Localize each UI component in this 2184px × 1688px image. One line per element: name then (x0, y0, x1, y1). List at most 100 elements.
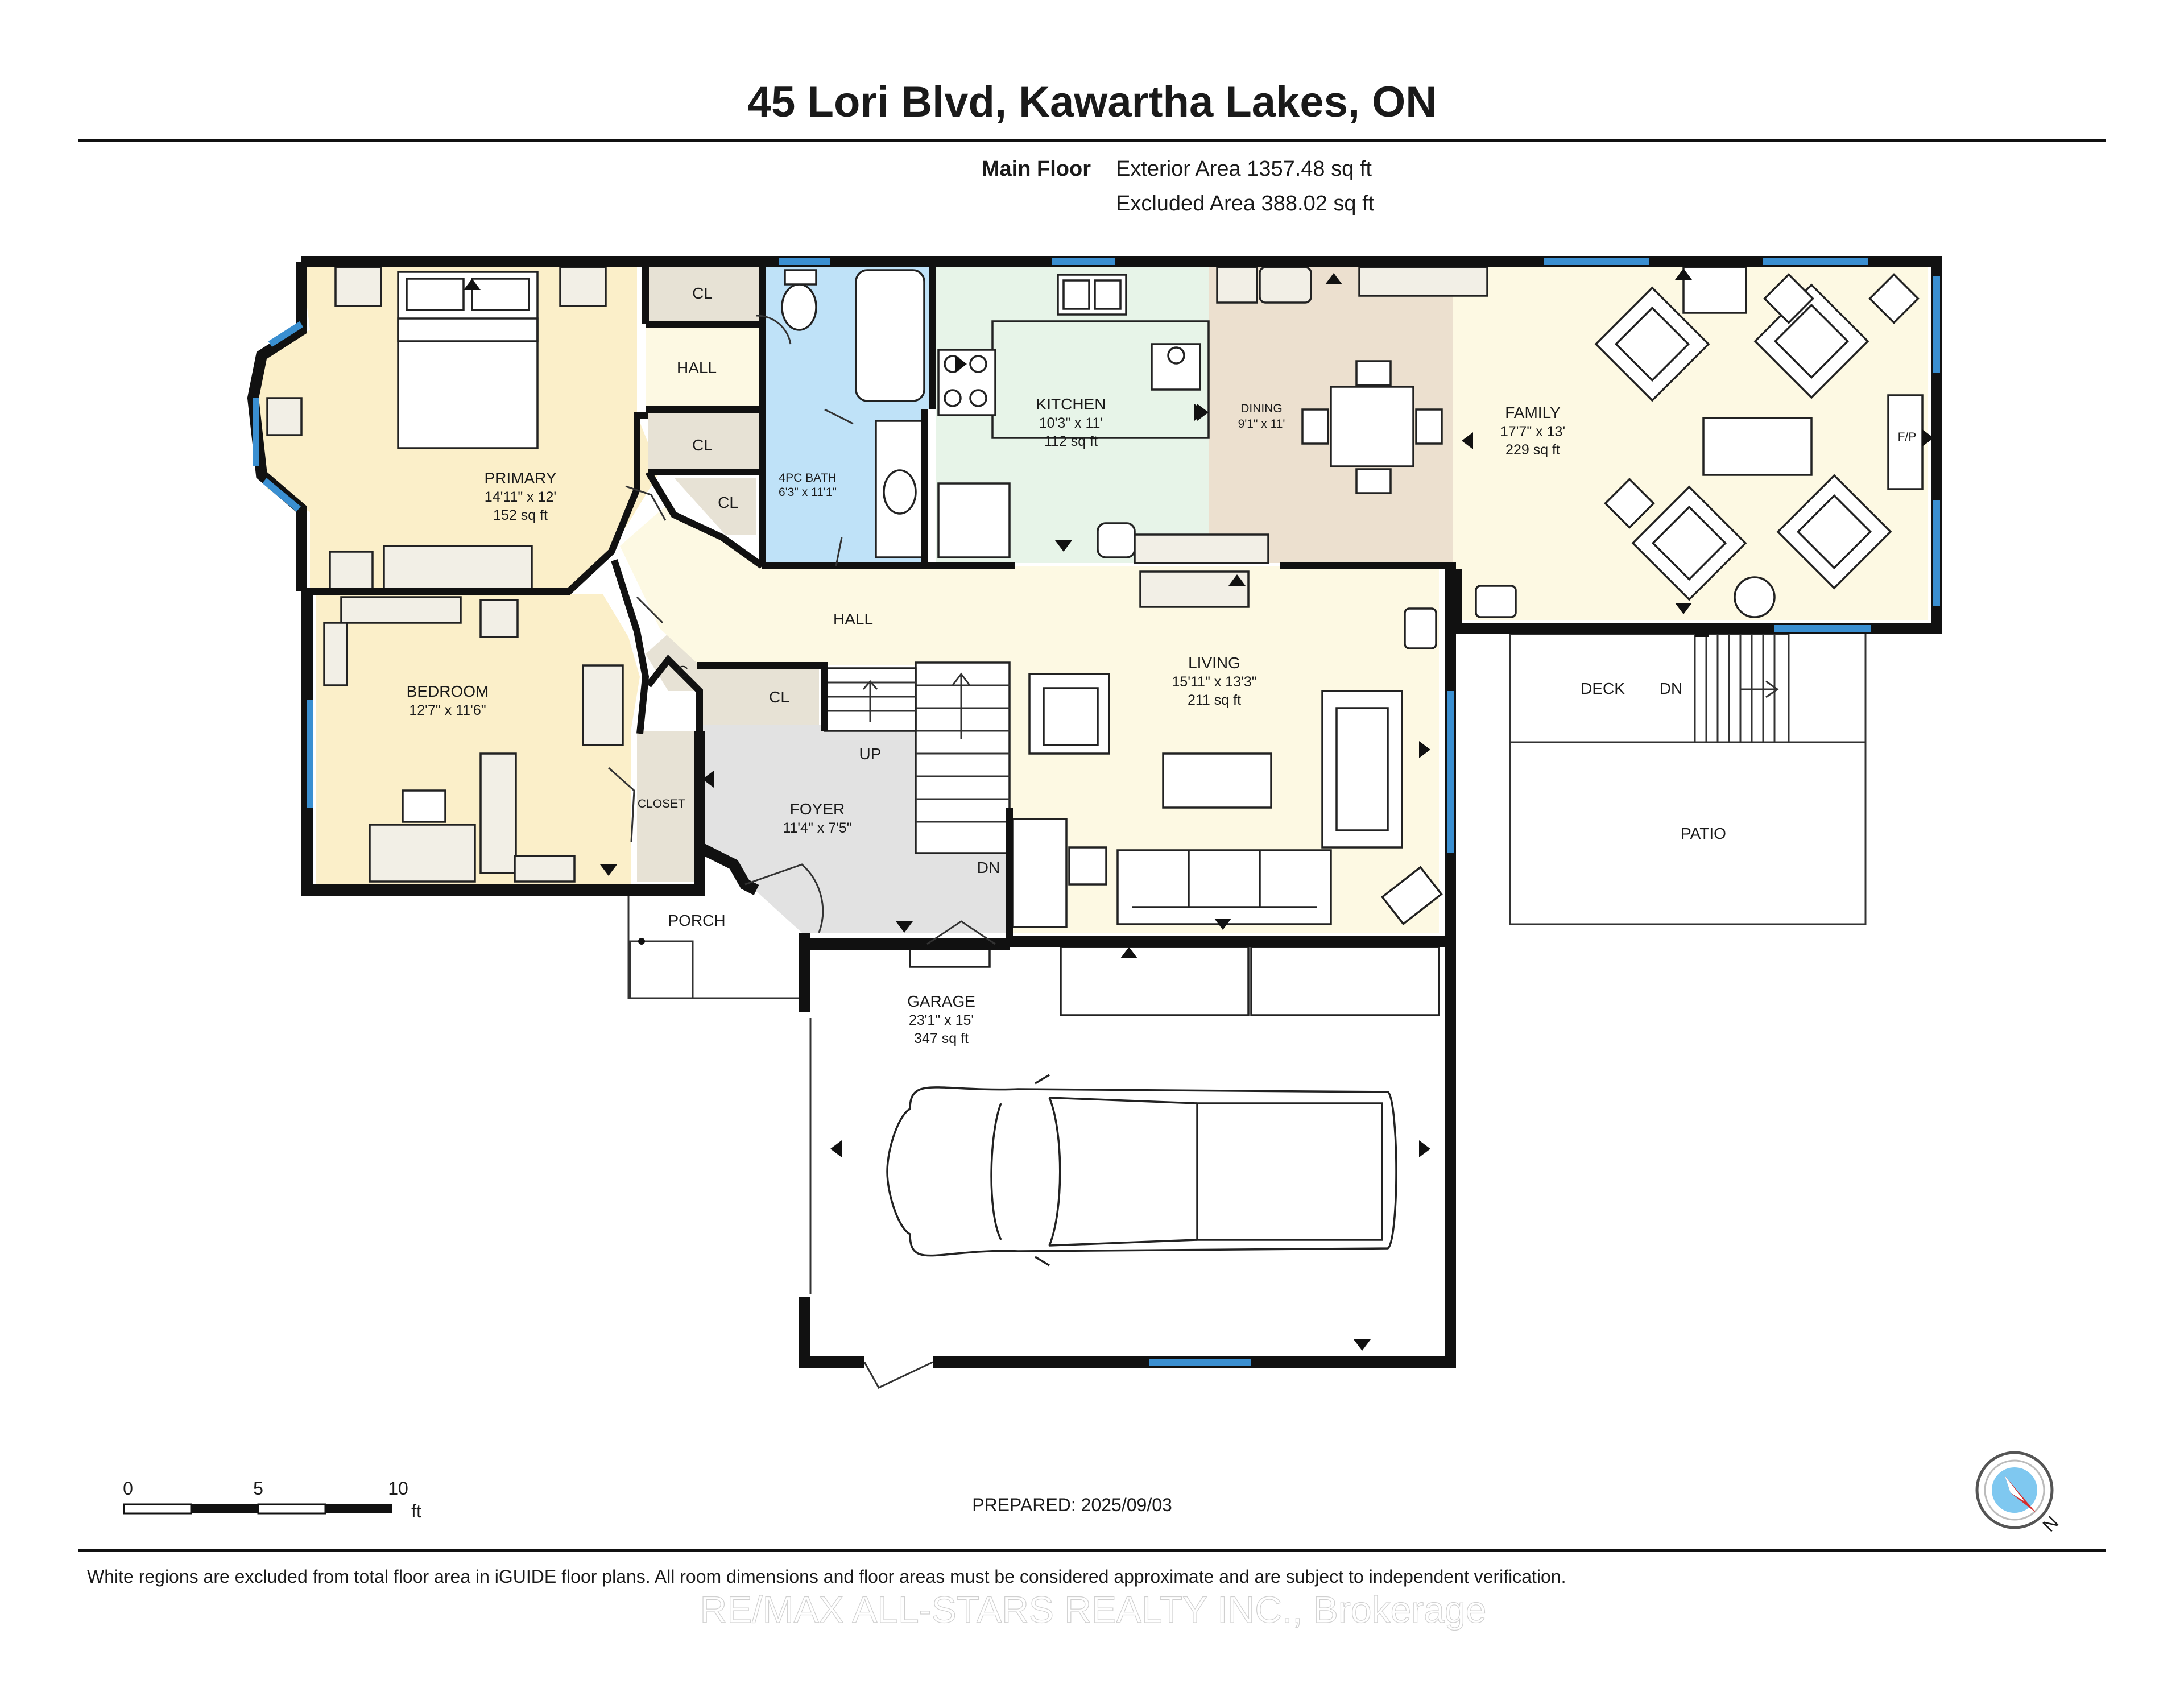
patio-label: PATIO (1681, 825, 1726, 842)
dining-table (1330, 386, 1414, 467)
compass-icon: N (1975, 1451, 2062, 1536)
closet-label-4: CL (769, 688, 789, 706)
scale-bar: 0 5 10 ft (123, 1478, 421, 1521)
window (262, 478, 301, 512)
dining-buffet (1358, 266, 1488, 297)
windows (253, 258, 1940, 1366)
upper-hall-label: HALL (677, 359, 717, 377)
primary-bench (266, 397, 303, 436)
footer-disclaimer: White regions are excluded from total fl… (87, 1566, 1566, 1587)
living-coffee-table (1162, 752, 1272, 809)
scale-tick-5: 5 (253, 1478, 263, 1499)
toilet (781, 283, 817, 331)
living-sofa-bottom (1116, 849, 1332, 925)
fireplace-label: F/P (1898, 431, 1917, 444)
closet-label-closet: CLOSET (638, 797, 685, 810)
family-coffee-table (1702, 417, 1813, 476)
scale-seg-2 (191, 1504, 258, 1513)
bath-name: 4PC BATH (779, 471, 836, 485)
bedroom-bed (479, 752, 517, 874)
patio-outline (1509, 741, 1867, 925)
scale-tick-10: 10 (388, 1478, 408, 1499)
doors (608, 315, 996, 1389)
bedroom-shelf-2 (479, 599, 519, 638)
scale-seg-4 (325, 1504, 392, 1513)
foyer-name: FOYER (790, 800, 845, 818)
garage-name: GARAGE (907, 992, 975, 1010)
porch-light (638, 938, 645, 945)
family-armchair-4 (1776, 474, 1892, 590)
closet-fill-c (646, 628, 711, 691)
bedroom-table (369, 824, 476, 883)
family-stool (1475, 585, 1517, 618)
living-desk-chair (1068, 846, 1107, 886)
bedroom-cab-2 (514, 855, 576, 883)
cooktop (1151, 343, 1201, 391)
family-side-table-1 (1763, 273, 1814, 324)
door-swing (744, 863, 824, 933)
scale-seg-1 (123, 1503, 192, 1515)
family-area: 229 sq ft (1505, 442, 1560, 458)
window (268, 321, 304, 347)
living-area: 211 sq ft (1188, 692, 1241, 708)
hall-stool (1404, 607, 1437, 649)
closet-label-1: CL (692, 284, 713, 302)
family-dims: 17'7" x 13' (1500, 424, 1565, 440)
closet-fill-closet (637, 731, 694, 882)
kitchen-counter-low (1134, 533, 1269, 564)
closet-fill-2 (648, 412, 759, 469)
deck-dn-label: DN (1660, 680, 1682, 697)
fridge (937, 482, 1011, 558)
closet-fill-1 (648, 264, 759, 321)
bath-sink (883, 469, 917, 515)
upper-hall-fill (646, 321, 759, 409)
porch-post (629, 940, 694, 999)
dining-name: DINING (1240, 402, 1283, 415)
bedroom-room-fill (316, 594, 640, 887)
main-hall-label: HALL (833, 610, 873, 628)
living-dims: 15'11" x 13'3" (1172, 674, 1256, 690)
scale-unit: ft (411, 1501, 421, 1521)
living-media (1139, 570, 1250, 608)
furniture (266, 266, 1924, 1016)
family-round-table (1734, 576, 1776, 618)
kitchen-stool (1097, 522, 1136, 558)
view-arrows (464, 268, 1934, 1351)
foyer-stairs (824, 661, 1011, 854)
deck-label: DECK (1581, 680, 1625, 697)
closet-label-3: CL (718, 494, 738, 511)
closet-label-2: CL (692, 436, 713, 454)
brokerage-watermark: RE/MAX ALL-STARS REALTY INC., Brokerage (700, 1588, 1487, 1631)
garage-dims: 23'1" x 15' (909, 1012, 974, 1028)
door-swing (835, 537, 843, 566)
kitchen-dims: 10'3" x 11' (1039, 415, 1103, 431)
family-armchair-3 (1631, 485, 1747, 601)
door-swing (625, 485, 667, 521)
dining-cab-2 (1259, 266, 1312, 304)
deck-stairs (1694, 633, 1790, 743)
primary-bed (397, 271, 539, 449)
family-armchair-1 (1594, 286, 1710, 402)
stair-up-label: UP (859, 745, 882, 763)
door-swing (608, 767, 635, 842)
exterior-area: Exterior Area 1357.48 sq ft (1116, 157, 1372, 181)
door-swing (824, 408, 854, 425)
porch-label: PORCH (668, 912, 725, 929)
family-side-table-3 (1604, 478, 1655, 529)
primary-dresser (383, 545, 533, 590)
primary-dims: 14'11" x 12' (485, 489, 556, 505)
page-title: 45 Lori Blvd, Kawartha Lakes, ON (747, 78, 1437, 126)
porch-outline (627, 890, 799, 999)
bedroom-chair (402, 789, 446, 823)
living-name: LIVING (1188, 654, 1240, 672)
family-tv (1682, 266, 1747, 314)
foyer-dims: 11'4" x 7'5" (783, 820, 851, 836)
bedroom-shelf-1 (340, 596, 462, 624)
door-swing (863, 1361, 933, 1389)
dining-cab-1 (1216, 266, 1258, 304)
closet-label-c: C (677, 663, 688, 680)
door-swing (926, 920, 996, 945)
primary-nightstand-1 (334, 266, 382, 307)
garage-shelf-2 (1250, 946, 1440, 1016)
